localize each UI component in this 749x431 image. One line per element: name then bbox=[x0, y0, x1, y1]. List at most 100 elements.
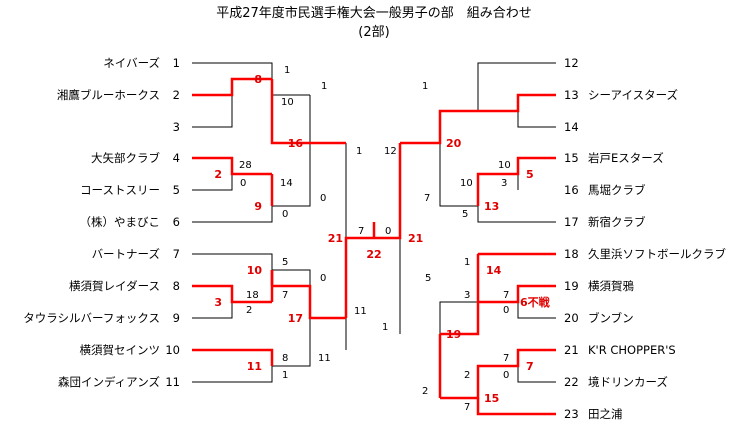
match-label-6: 6不戦 bbox=[520, 295, 551, 309]
match-label-22: 22 bbox=[366, 248, 381, 261]
bracket-winner-lines bbox=[192, 77, 556, 416]
score: 0 bbox=[320, 193, 326, 204]
score: 1 bbox=[321, 81, 327, 92]
match-label-14: 14 bbox=[486, 264, 502, 277]
team-name: 久里浜ソフトボールクラブ bbox=[588, 247, 726, 261]
score: 11 bbox=[354, 306, 367, 317]
score: 2 bbox=[246, 305, 252, 316]
match-labels: 8 2 9 16 10 3 11 17 21 22 12 21 20 5 13 … bbox=[214, 73, 550, 405]
team-name: 湘鷹ブルーホークス bbox=[57, 88, 160, 102]
score: 12 bbox=[384, 146, 397, 157]
left-team-row: 横須賀セインツ 10 bbox=[80, 343, 181, 357]
match-label-17: 17 bbox=[288, 312, 303, 325]
team-number: 1 bbox=[173, 56, 180, 70]
score: 0 bbox=[320, 273, 326, 284]
score: 7 bbox=[424, 193, 430, 204]
match-label-2: 2 bbox=[214, 168, 222, 181]
score: 8 bbox=[282, 353, 288, 364]
left-team-row: コーストスリー 5 bbox=[80, 183, 180, 197]
left-team-row: 大矢部クラブ 4 bbox=[91, 151, 180, 165]
match-label-5: 5 bbox=[526, 168, 534, 181]
team-number: 21 bbox=[564, 343, 579, 357]
team-name: 境ドリンカーズ bbox=[588, 375, 668, 389]
match-label-13: 13 bbox=[484, 200, 499, 213]
score: 5 bbox=[425, 273, 431, 284]
match-label-10: 10 bbox=[247, 264, 263, 277]
right-team-row: 22 境ドリンカーズ bbox=[564, 375, 668, 389]
score: 10 bbox=[460, 178, 473, 189]
team-number: 23 bbox=[564, 407, 579, 421]
score: 10 bbox=[281, 97, 294, 108]
score: 0 bbox=[503, 370, 509, 381]
team-name: 森団インディアンズ bbox=[58, 375, 160, 389]
score: 1 bbox=[282, 370, 288, 381]
team-number: 3 bbox=[173, 120, 180, 134]
team-number: 8 bbox=[173, 279, 180, 293]
team-name: （株）やまびこ bbox=[80, 215, 161, 229]
score: 11 bbox=[318, 353, 331, 364]
score: 2 bbox=[464, 370, 470, 381]
score: 0 bbox=[282, 209, 288, 220]
team-number: 17 bbox=[564, 215, 579, 229]
team-number: 12 bbox=[564, 56, 579, 70]
score: 2 bbox=[422, 386, 428, 397]
match-label-11: 11 bbox=[247, 360, 262, 373]
score: 0 bbox=[385, 226, 391, 237]
bracket-title: 平成27年度市民選手権大会一般男子の部 組み合わせ bbox=[216, 5, 532, 21]
match-label-16: 16 bbox=[288, 137, 304, 150]
team-number: 11 bbox=[165, 375, 180, 389]
team-number: 18 bbox=[564, 247, 579, 261]
team-name: 横須賀セインツ bbox=[80, 343, 161, 357]
match-label-8: 8 bbox=[254, 73, 262, 86]
score: 5 bbox=[462, 209, 468, 220]
score: 3 bbox=[501, 178, 507, 189]
team-number: 4 bbox=[173, 151, 180, 165]
score: 1 bbox=[464, 257, 470, 268]
match-label-9: 9 bbox=[254, 200, 262, 213]
match-label-21-text: 21 bbox=[408, 232, 423, 245]
right-team-row: 12 bbox=[564, 56, 579, 70]
team-number: 10 bbox=[165, 343, 180, 357]
team-number: 13 bbox=[564, 88, 579, 102]
team-name: コーストスリー bbox=[80, 183, 160, 197]
match-label-18: 20 bbox=[446, 137, 462, 150]
match-label-20: 21 bbox=[328, 232, 343, 245]
score: 14 bbox=[280, 178, 293, 189]
score: 5 bbox=[282, 257, 288, 268]
team-number: 20 bbox=[564, 311, 579, 325]
score: 28 bbox=[239, 160, 252, 171]
team-number: 15 bbox=[564, 151, 579, 165]
team-name: シーアイスターズ bbox=[588, 88, 678, 102]
match-label-19: 19 bbox=[446, 328, 461, 341]
team-name: 馬堀クラブ bbox=[588, 183, 646, 197]
team-number: 9 bbox=[173, 311, 180, 325]
team-number: 19 bbox=[564, 279, 579, 293]
team-number: 22 bbox=[564, 375, 579, 389]
score: 7 bbox=[503, 353, 509, 364]
right-team-row: 14 bbox=[564, 120, 579, 134]
score: 0 bbox=[503, 305, 509, 316]
score: 7 bbox=[358, 226, 364, 237]
team-number: 5 bbox=[173, 183, 180, 197]
match-label-7: 7 bbox=[526, 360, 534, 373]
score: 1 bbox=[284, 65, 290, 76]
left-team-row: 湘鷹ブルーホークス 2 bbox=[57, 88, 180, 102]
team-name: 大矢部クラブ bbox=[91, 151, 160, 165]
score: 7 bbox=[282, 290, 288, 301]
score: 1 bbox=[356, 146, 362, 157]
team-name: ブンブン bbox=[588, 311, 634, 325]
score: 10 bbox=[498, 160, 511, 171]
right-team-row: 18 久里浜ソフトボールクラブ bbox=[564, 247, 726, 261]
team-number: 2 bbox=[173, 88, 180, 102]
